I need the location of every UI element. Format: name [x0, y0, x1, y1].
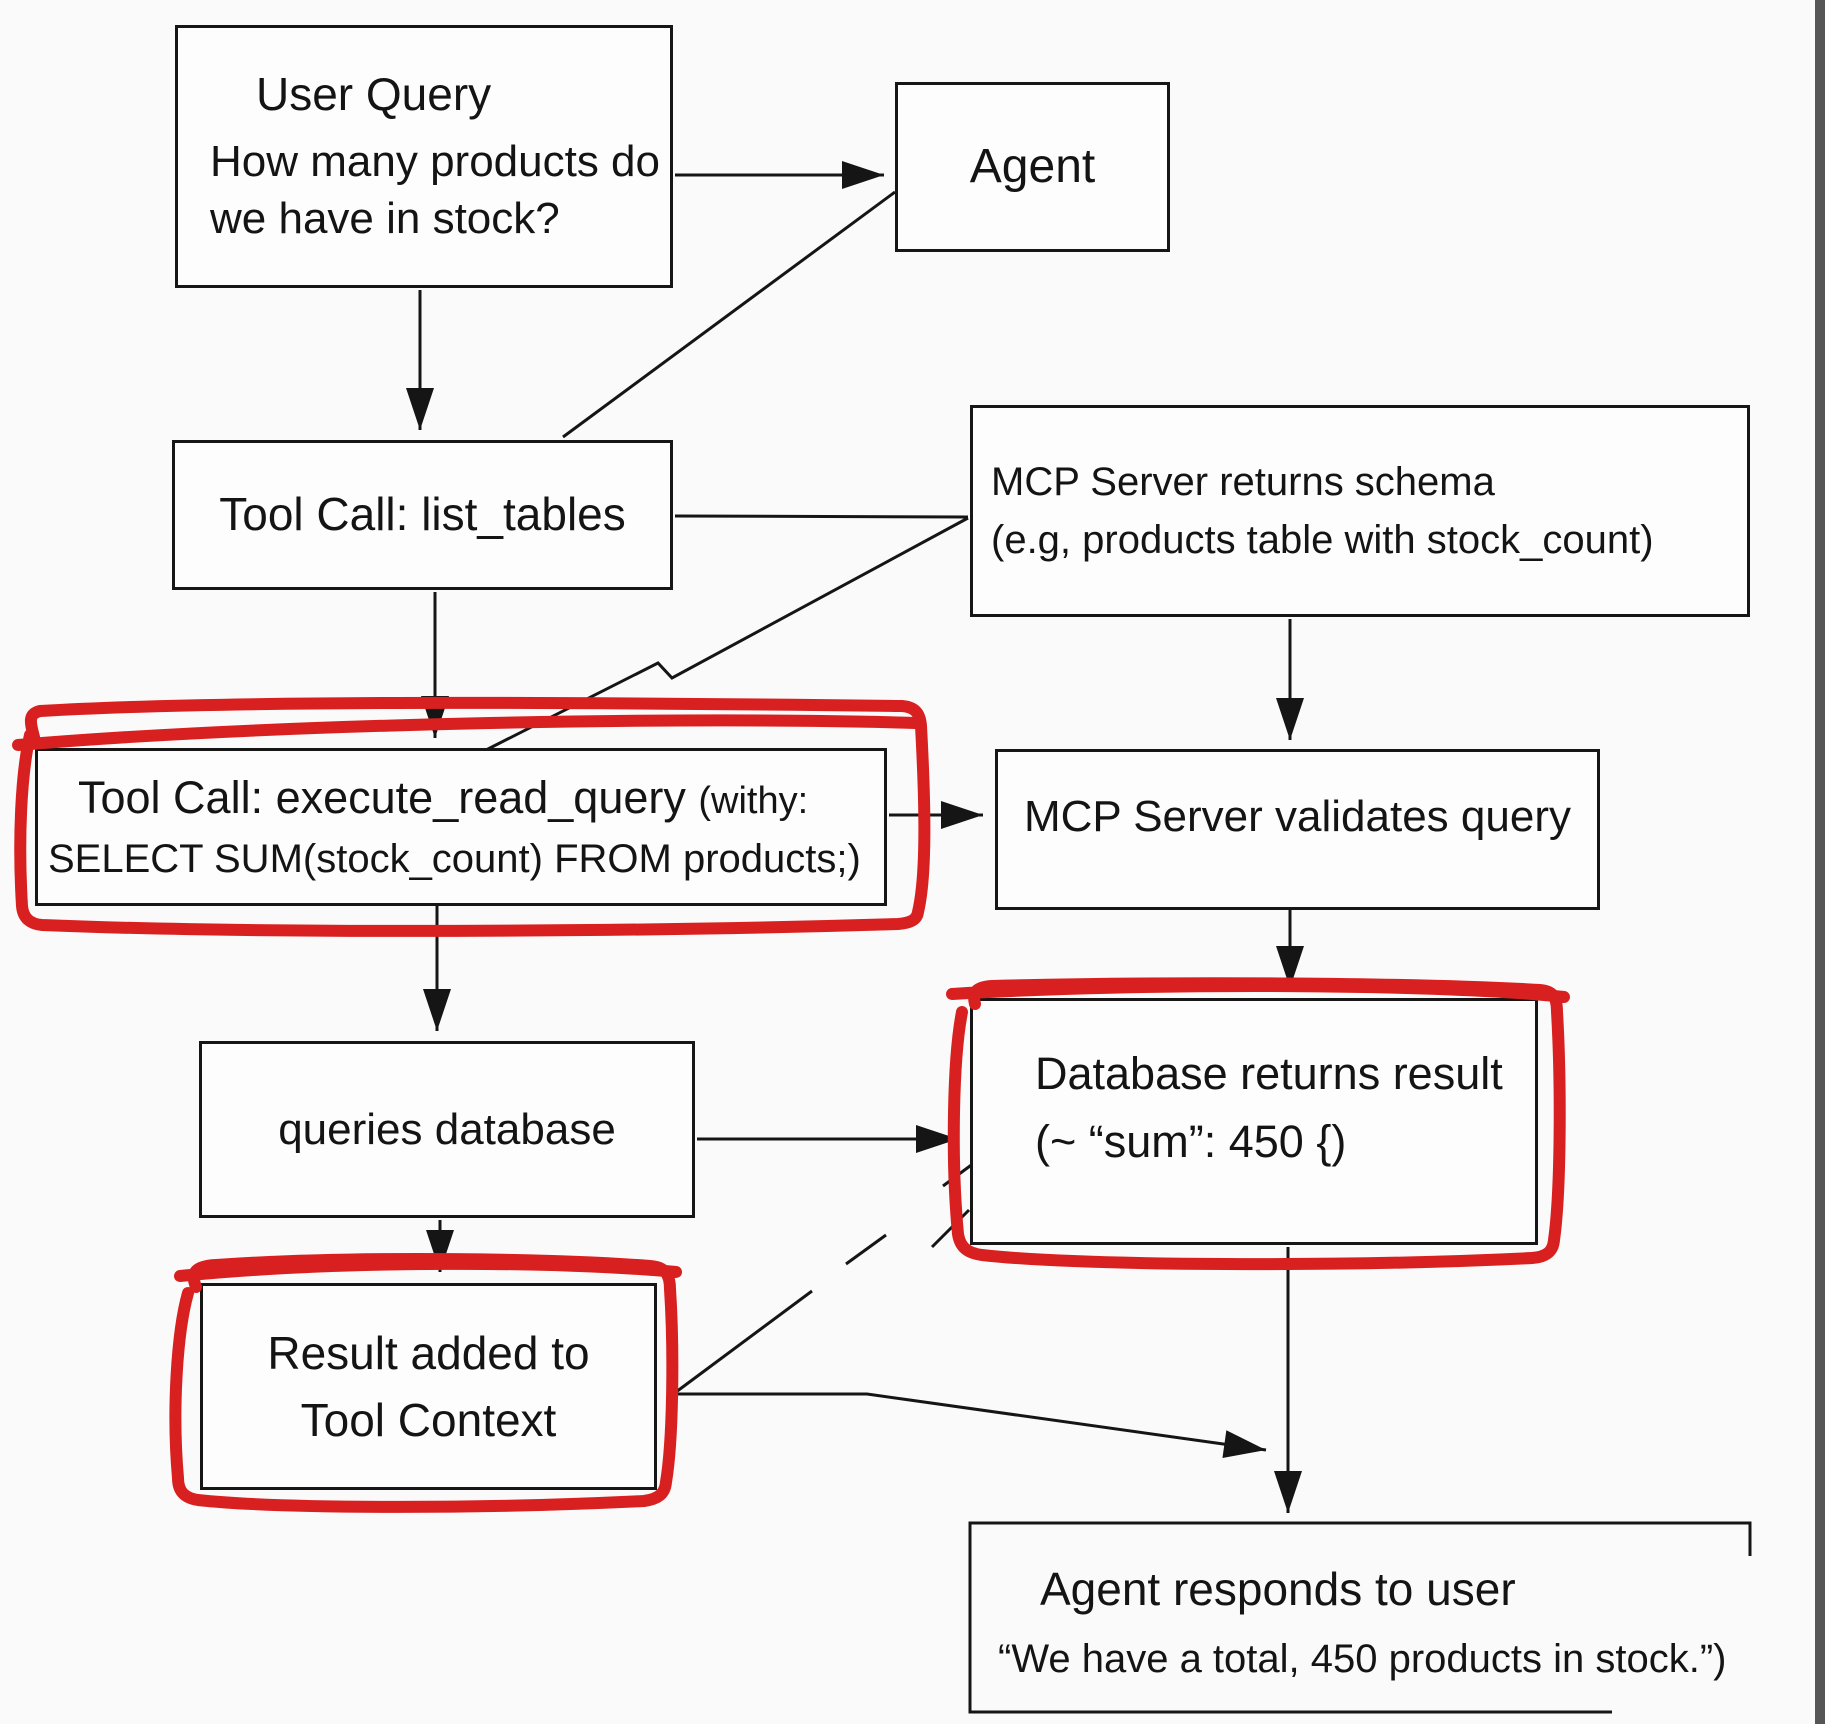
- validates-label: MCP Server validates query: [1024, 791, 1571, 841]
- node-database-returns-result: Database returns result (~ “sum”: 450 {): [970, 998, 1538, 1245]
- agent-responds-line2: “We have a total, 450 products in stock.…: [998, 1637, 1727, 1682]
- user-query-title: User Query: [256, 68, 492, 121]
- user-query-text-line2: we have in stock?: [210, 194, 560, 244]
- mcp-schema-line1: MCP Server returns schema: [991, 460, 1495, 504]
- db-returns-line1: Database returns result: [1035, 1048, 1503, 1099]
- node-agent-responds-to-user: Agent responds to user “We have a total,…: [970, 1523, 1750, 1712]
- node-mcp-server-returns-schema: MCP Server returns schema (e.g, products…: [970, 405, 1750, 617]
- dashed-line-result-added-to-db-returns-seg1: [675, 1289, 813, 1394]
- screen-edge-strip: [1815, 0, 1825, 1724]
- node-result-added-to-tool-context: Result added to Tool Context: [200, 1283, 657, 1490]
- line-list-tables-to-mcp-schema: [674, 514, 969, 519]
- agent-label: Agent: [969, 139, 1096, 193]
- execute-query-title-main: Tool Call: execute_read_query: [78, 771, 686, 823]
- node-tool-call-list-tables: Tool Call: list_tables: [172, 440, 673, 590]
- db-returns-line2: (~ “sum”: 450 {): [1035, 1115, 1347, 1167]
- execute-query-sql: SELECT SUM(stock_count) FROM products;): [48, 837, 861, 882]
- mcp-schema-line2: (e.g, products table with stock_count): [991, 518, 1654, 562]
- user-query-text-line1: How many products do: [210, 137, 660, 187]
- result-added-line2: Tool Context: [300, 1393, 557, 1446]
- execute-query-title-suffix: (withy:: [698, 779, 809, 822]
- dashed-line-result-added-to-db-returns-seg2: [845, 1233, 887, 1266]
- node-mcp-server-validates-query: MCP Server validates query: [995, 749, 1600, 910]
- arrow-result-added-to-agent-responds: [676, 1392, 1267, 1459]
- list-tables-label: Tool Call: list_tables: [219, 488, 626, 541]
- node-user-query: User Query How many products do we have …: [175, 25, 673, 288]
- dashed-line-result-added-to-db-returns-seg4: [930, 1208, 971, 1249]
- agent-responds-line1: Agent responds to user: [1040, 1562, 1516, 1615]
- queries-database-label: queries database: [278, 1104, 616, 1154]
- node-queries-database: queries database: [199, 1041, 695, 1218]
- execute-query-title: Tool Call: execute_read_query (withy:: [38, 769, 884, 828]
- node-tool-call-execute-read-query: Tool Call: execute_read_query (withy: SE…: [35, 748, 887, 906]
- node-agent: Agent: [895, 82, 1170, 252]
- result-added-line1: Result added to: [267, 1326, 590, 1379]
